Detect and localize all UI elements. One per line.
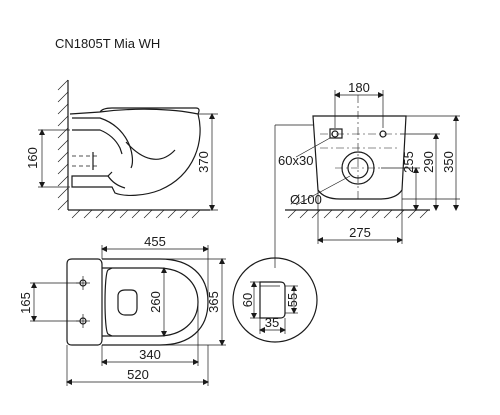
dim-total-height: 350 xyxy=(441,151,456,173)
wall-hatch xyxy=(57,79,69,211)
dim-detail-height: 60 xyxy=(240,293,255,307)
rear-outline xyxy=(312,115,407,200)
dim-overall-length-top: 455 xyxy=(144,234,166,249)
dim-flush-inlet: 60x30 xyxy=(278,153,313,168)
dim-total-length: 520 xyxy=(127,367,149,382)
flush-inlet xyxy=(329,128,343,139)
detail-view: 60 55 35 xyxy=(232,257,318,343)
drawing-title: CN1805T Mia WH xyxy=(55,36,160,51)
dim-outlet-height: 255 xyxy=(401,151,416,173)
detail-circle xyxy=(232,257,318,343)
floor-hatch xyxy=(68,209,210,219)
dim-detail-inner-height: 55 xyxy=(285,293,300,307)
dim-outlet-diameter: Ø100 xyxy=(290,192,322,207)
dim-inner-length: 340 xyxy=(139,347,161,362)
dim-mount-width: 165 xyxy=(18,292,33,314)
dim-detail-width: 35 xyxy=(265,315,279,330)
dim-bowl-length: 260 xyxy=(148,291,163,313)
toilet-side-profile xyxy=(69,108,201,196)
top-view: 455 165 260 365 340 520 xyxy=(18,234,226,386)
rear-view: 180 60x30 Ø100 275 255 290 350 xyxy=(274,80,460,268)
dim-rim-height: 370 xyxy=(196,151,211,173)
dim-bottom-width: 275 xyxy=(349,225,371,240)
flush-inlet-profile xyxy=(259,281,286,319)
dim-top-holes: 180 xyxy=(348,80,370,95)
dim-inlet-height-rear: 290 xyxy=(421,151,436,173)
dim-inlet-height: 160 xyxy=(25,147,40,169)
side-view: 160 370 xyxy=(25,79,218,219)
dim-overall-width: 365 xyxy=(206,291,221,313)
